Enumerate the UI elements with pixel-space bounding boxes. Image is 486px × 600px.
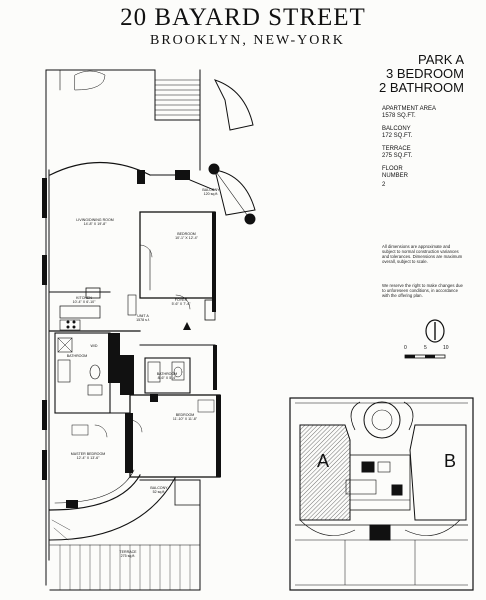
stat-balcony: BALCONY 172 SQ.FT. (382, 126, 412, 140)
stat-label: FLOOR NUMBER (382, 166, 409, 179)
stat-label: TERRACE (382, 146, 411, 152)
unit-description: PARK A 3 BEDROOM 2 BATHROOM (379, 53, 464, 95)
scale-bar (404, 354, 446, 359)
room-living-dining: LIVING/DINING ROOM 14'-8" X 19'-8" (60, 218, 130, 226)
stat-value: 1578 SQ.FT. (382, 113, 416, 119)
room-foyer: FOYER 5'-6" X 7'-4" (166, 298, 196, 306)
stat-value: 275 SQ.FT. (382, 153, 413, 159)
room-balcony-bottom: BALCONY 52 sq.ft. (144, 486, 174, 494)
room-name: BALCONY (202, 188, 220, 192)
keyplan-unit-a: A (317, 451, 330, 471)
unit-type: PARK A (417, 52, 464, 67)
room-dim: 120 sq.ft. (203, 192, 219, 197)
room-name: FOYER (174, 298, 188, 302)
room-dim: 14'-8" X 19'-8" (83, 222, 107, 227)
room-name: BATHROOM (156, 372, 178, 376)
room-name: BALCONY (150, 486, 168, 490)
room-dim: 275 sq.ft. (120, 554, 136, 559)
room-w-d: W/D (90, 344, 98, 348)
room-dim: 12'-4" X 13'-6" (76, 456, 100, 461)
room-master-bedroom: MASTER BEDROOM 12'-4" X 13'-6" (60, 452, 116, 460)
room-name: MASTER BEDROOM (70, 452, 106, 456)
room-kitchen: KITCHEN 10'-4" X 6'-10" (64, 296, 104, 304)
room-dim: 8'-6" X 5'-4" (157, 376, 177, 381)
room-name: KITCHEN (76, 296, 92, 300)
unit-name: UNIT A (137, 314, 149, 318)
changes-note: We reserve the right to make changes due… (382, 283, 463, 298)
room-bathroom-1: BATHROOM (66, 354, 88, 358)
room-name: BEDROOM (177, 232, 196, 236)
room-name: TERRACE (119, 550, 137, 554)
unit-bedrooms: 3 BEDROOM (385, 66, 464, 81)
disclaimer-note: All dimensions are approximate and subje… (382, 244, 463, 264)
stat-value: 172 SQ.FT. (382, 133, 413, 139)
stat-value: 2 (382, 182, 386, 188)
unit-bathrooms: 2 BATHROOM (379, 80, 464, 95)
stat-label: BALCONY (382, 126, 411, 132)
north-arrow-icon (425, 319, 445, 343)
room-dim: 10'-1" X 12'-4" (175, 236, 198, 241)
page-subtitle: BROOKLYN, NEW-YORK (150, 33, 345, 48)
stat-terrace: TERRACE 275 SQ.FT. (382, 146, 412, 160)
scale-labels: 0 5 10 (404, 345, 454, 353)
page-title: 20 BAYARD STREET (120, 4, 366, 31)
room-dim: 11'-10" X 11'-8" (172, 417, 198, 422)
room-dim: 52 sq.ft. (152, 490, 166, 495)
unit-area: 1578 s.f. (136, 318, 150, 323)
room-bedroom-2: BEDROOM 11'-10" X 11'-8" (160, 413, 210, 421)
stat-apartment-area: APARTMENT AREA 1578 SQ.FT. (382, 106, 436, 120)
scale-label: 5 (424, 345, 427, 351)
room-terrace: TERRACE 275 sq.ft. (110, 550, 146, 558)
unit-a-label: UNIT A 1578 s.f. (128, 314, 158, 322)
room-balcony-top: BALCONY 120 sq.ft. (196, 188, 226, 196)
scale-label: 0 (404, 345, 407, 351)
room-bedroom-1: BEDROOM 10'-1" X 12'-4" (164, 232, 209, 240)
scale-label: 10 (443, 345, 449, 351)
room-dim: 10'-4" X 6'-10" (72, 300, 96, 305)
room-bathroom-2: BATHROOM 8'-6" X 5'-4" (150, 372, 184, 380)
room-name: LIVING/DINING ROOM (76, 218, 114, 222)
room-dim: 5'-6" X 7'-4" (171, 302, 191, 307)
stat-floor-number: FLOOR NUMBER 2 (382, 166, 422, 189)
stat-label: APARTMENT AREA (382, 106, 437, 112)
room-name: BEDROOM (175, 413, 195, 417)
keyplan-unit-b: B (444, 451, 457, 471)
